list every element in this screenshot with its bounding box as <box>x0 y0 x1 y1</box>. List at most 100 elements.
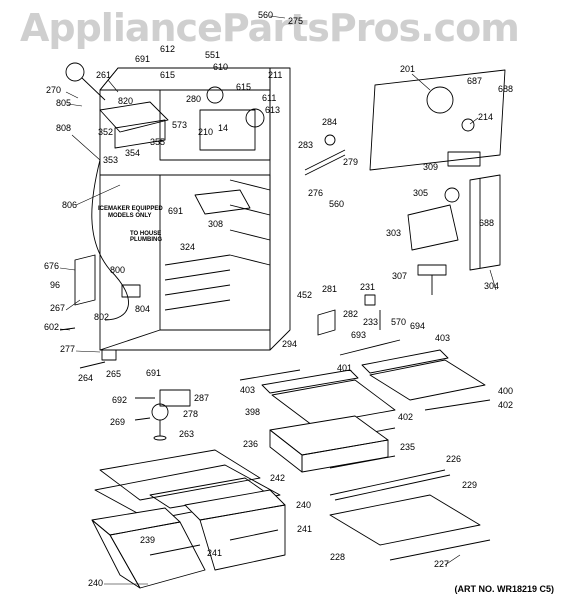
callout: 229 <box>462 480 477 490</box>
leader-lines <box>59 15 497 585</box>
roller-and-leveler <box>79 349 191 441</box>
callout: 284 <box>322 117 337 127</box>
plumbing-note-line2: PLUMBING <box>130 237 162 243</box>
art-number: (ART NO. WR18219 C5) <box>454 584 554 594</box>
callout: 551 <box>205 50 220 60</box>
callout: 573 <box>172 120 187 130</box>
icemaker-note-line1: ICEMAKER EQUIPPED <box>98 206 163 212</box>
callout: 233 <box>363 317 378 327</box>
callout: 353 <box>103 155 118 165</box>
callout: 264 <box>78 373 93 383</box>
callout: 14 <box>218 123 228 133</box>
callout: 276 <box>308 188 323 198</box>
callout: 398 <box>245 407 260 417</box>
callout: 691 <box>146 368 161 378</box>
callout: 226 <box>446 454 461 464</box>
callout: 611 <box>262 93 276 103</box>
callout: 610 <box>213 62 228 72</box>
callout: 805 <box>56 98 71 108</box>
callout: 800 <box>110 265 125 275</box>
callout: 211 <box>268 70 282 80</box>
snack-pan <box>269 415 396 473</box>
callout: 452 <box>297 290 312 300</box>
callout-labels: 560 275 612 551 691 615 610 261 270 805 … <box>44 10 513 588</box>
callout: 688 <box>498 84 513 94</box>
callout: 96 <box>50 280 60 290</box>
callout: 265 <box>106 369 121 379</box>
callout: 694 <box>410 321 425 331</box>
icemaker-assembly <box>65 62 169 149</box>
fresh-food-case <box>99 67 291 351</box>
callout: 692 <box>112 395 127 405</box>
callout: 277 <box>60 344 75 354</box>
lower-shelf-glass <box>329 469 491 561</box>
callout: 303 <box>386 228 401 238</box>
callout: 240 <box>296 500 311 510</box>
callout: 560 <box>329 199 344 209</box>
right-shelf-glass <box>361 349 486 401</box>
callout: 693 <box>351 330 366 340</box>
callout: 804 <box>135 304 150 314</box>
icemaker-note-line2: MODELS ONLY <box>108 213 151 219</box>
callout: 613 <box>265 105 280 115</box>
callout: 403 <box>240 385 255 395</box>
callout: 267 <box>50 303 65 313</box>
callout: 402 <box>398 412 413 422</box>
callout: 214 <box>478 112 493 122</box>
callout: 270 <box>46 85 61 95</box>
callout: 294 <box>282 339 297 349</box>
callout: 242 <box>270 473 285 483</box>
water-line <box>91 159 141 321</box>
callout: 236 <box>243 439 258 449</box>
callout: 231 <box>360 282 375 292</box>
callout: 278 <box>183 409 198 419</box>
callout: 615 <box>236 82 251 92</box>
shelf-hardware <box>317 294 381 336</box>
callout: 241 <box>297 524 312 534</box>
callout: 615 <box>160 70 175 80</box>
air-duct <box>407 174 501 295</box>
callout: 355 <box>150 137 165 147</box>
callout: 401 <box>337 363 352 373</box>
callout: 240 <box>88 578 103 588</box>
callout: 235 <box>400 442 415 452</box>
callout: 275 <box>288 16 303 26</box>
callout: 612 <box>160 44 175 54</box>
callout: 688 <box>479 218 494 228</box>
callout: 691 <box>168 206 183 216</box>
callout: 281 <box>322 284 337 294</box>
evaporator-cover <box>369 69 506 171</box>
callout: 283 <box>298 140 313 150</box>
plumbing-note-line1: TO HOUSE <box>130 231 161 237</box>
crisper-pans <box>91 489 286 589</box>
callout: 287 <box>194 393 209 403</box>
callout: 820 <box>118 96 133 106</box>
upper-shelf-glass <box>261 369 396 426</box>
callout: 280 <box>186 94 201 104</box>
callout: 239 <box>140 535 155 545</box>
callout: 241 <box>207 548 222 558</box>
callout: 304 <box>484 281 499 291</box>
callout: 352 <box>98 127 113 137</box>
callout: 687 <box>467 76 482 86</box>
callout: 305 <box>413 188 428 198</box>
callout: 228 <box>330 552 345 562</box>
callout: 324 <box>180 242 195 252</box>
callout: 570 <box>391 317 406 327</box>
shelf-bracket <box>304 134 346 176</box>
callout: 602 <box>44 322 59 332</box>
callout: 279 <box>343 157 358 167</box>
callout: 309 <box>423 162 438 172</box>
callout: 560 <box>258 10 273 20</box>
callout: 227 <box>434 559 449 569</box>
callout: 261 <box>96 70 111 80</box>
callout: 201 <box>400 64 415 74</box>
callout: 263 <box>179 429 194 439</box>
callout: 210 <box>198 127 213 137</box>
callout: 691 <box>135 54 150 64</box>
watermark-text: AppliancePartsPros.com <box>20 6 520 50</box>
callout: 802 <box>94 312 109 322</box>
callout: 402 <box>498 400 513 410</box>
callout: 269 <box>110 417 125 427</box>
